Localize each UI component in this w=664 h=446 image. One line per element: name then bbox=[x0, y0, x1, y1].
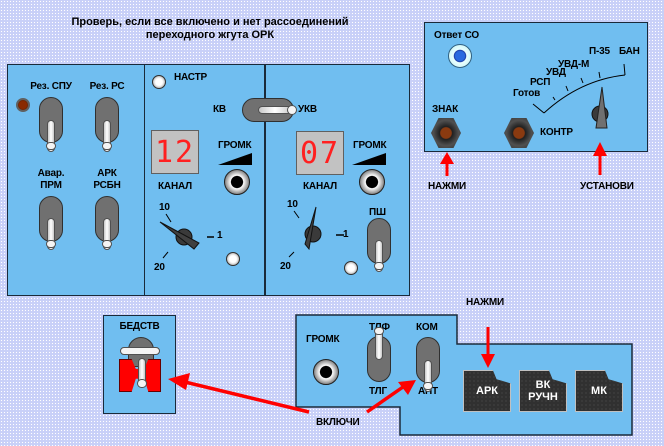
scale-tick bbox=[565, 85, 569, 92]
annotation-nazhmi-ark: НАЖМИ bbox=[466, 297, 504, 308]
volume-ramp-icon bbox=[352, 153, 386, 165]
scale-label-uvd-m: УВД-М bbox=[558, 59, 590, 70]
ukv-channel-display: 07 bbox=[296, 131, 344, 175]
label-kanal-ukv: КАНАЛ bbox=[303, 181, 337, 192]
scale-label-rsp: РСП bbox=[530, 77, 551, 88]
ukv-volume-knob[interactable] bbox=[359, 169, 385, 195]
label-otvet-so: Ответ СО bbox=[434, 30, 479, 41]
otvet-so-indicator bbox=[448, 44, 472, 68]
label-bedstv: БЕДСТВ bbox=[119, 321, 160, 332]
label-gromk-ark: ГРОМК bbox=[306, 334, 340, 345]
scale-label-uvd: УВД bbox=[546, 67, 566, 78]
label-ukv: УКВ bbox=[298, 104, 317, 115]
dial-ukv-20: 20 bbox=[280, 261, 291, 272]
kv-volume-knob[interactable] bbox=[224, 169, 250, 195]
label-tlg: ТЛГ bbox=[369, 386, 387, 397]
tick-20 bbox=[162, 251, 169, 259]
kv-indicator-led bbox=[226, 252, 240, 266]
arrow-to-kom-ant bbox=[366, 385, 404, 414]
radio-panel-divider bbox=[264, 64, 266, 296]
tick-10 bbox=[293, 210, 300, 219]
label-kontr: КОНТР bbox=[540, 127, 573, 138]
instruction-line-1: Проверь, если все включено и нет рассоед… bbox=[71, 16, 349, 28]
scale-tick bbox=[598, 71, 601, 79]
annotation-ustanovi: УСТАНОВИ bbox=[580, 181, 634, 192]
scale-tick-start bbox=[532, 103, 545, 114]
dial-ukv-1: 1 bbox=[343, 229, 349, 240]
scale-tick bbox=[552, 96, 556, 101]
annotation-vklyuchi: ВКЛЮЧИ bbox=[316, 417, 360, 428]
instruction-text: Проверь, если все включено и нет рассоед… bbox=[40, 16, 380, 42]
tick-10 bbox=[165, 213, 172, 223]
label-rez-rs: Рез. РС bbox=[89, 81, 125, 92]
label-rez-spu: Рез. СПУ bbox=[30, 81, 72, 92]
scale-arc bbox=[543, 74, 626, 114]
scale-label-gotov: Готов bbox=[513, 88, 541, 99]
volume-ramp-icon bbox=[218, 153, 252, 165]
dial-kv-1: 1 bbox=[217, 230, 223, 241]
warning-led bbox=[16, 98, 30, 112]
scale-label-ban: БАН bbox=[619, 46, 640, 57]
scale-tick bbox=[580, 77, 584, 84]
nastr-button[interactable] bbox=[152, 75, 166, 89]
ark-volume-knob[interactable] bbox=[313, 359, 339, 385]
dial-ukv-10: 10 bbox=[287, 199, 298, 210]
dial-kv-20: 20 bbox=[154, 262, 165, 273]
label-kv: КВ bbox=[213, 104, 226, 115]
label-kom: КОМ bbox=[416, 322, 438, 333]
distress-guard-bar bbox=[120, 347, 160, 355]
label-gromk-kv: ГРОМК bbox=[218, 140, 252, 151]
kv-channel-display: 12 bbox=[151, 130, 199, 174]
scale-tick-end bbox=[623, 63, 626, 76]
tick-20 bbox=[288, 251, 295, 258]
reserve-switch-panel bbox=[7, 64, 147, 296]
annotation-nazhmi-znak: НАЖМИ bbox=[428, 181, 466, 192]
mode-selector-pointer bbox=[595, 86, 608, 129]
ukv-selector-pointer bbox=[304, 206, 317, 251]
label-psh: ПШ bbox=[369, 207, 386, 218]
label-gromk-ukv: ГРОМК bbox=[353, 140, 387, 151]
ukv-indicator-led bbox=[344, 261, 358, 275]
instruction-line-2: переходного жгута ОРК bbox=[145, 29, 275, 41]
kontr-button[interactable] bbox=[504, 118, 534, 148]
znak-button[interactable] bbox=[431, 118, 461, 148]
label-znak: ЗНАК bbox=[432, 104, 459, 115]
label-avar-prm: Авар. ПРМ bbox=[37, 168, 65, 191]
kv-selector-pointer bbox=[159, 221, 200, 250]
scale-label-p35: П-35 bbox=[589, 46, 610, 57]
label-ark-rsbn: АРК РСБН bbox=[93, 168, 121, 191]
label-nastr: НАСТР bbox=[174, 72, 207, 83]
label-kanal-kv: КАНАЛ bbox=[158, 181, 192, 192]
dial-kv-10: 10 bbox=[159, 202, 170, 213]
transponder-panel bbox=[424, 22, 648, 152]
arrow-to-bedstv bbox=[184, 380, 310, 414]
